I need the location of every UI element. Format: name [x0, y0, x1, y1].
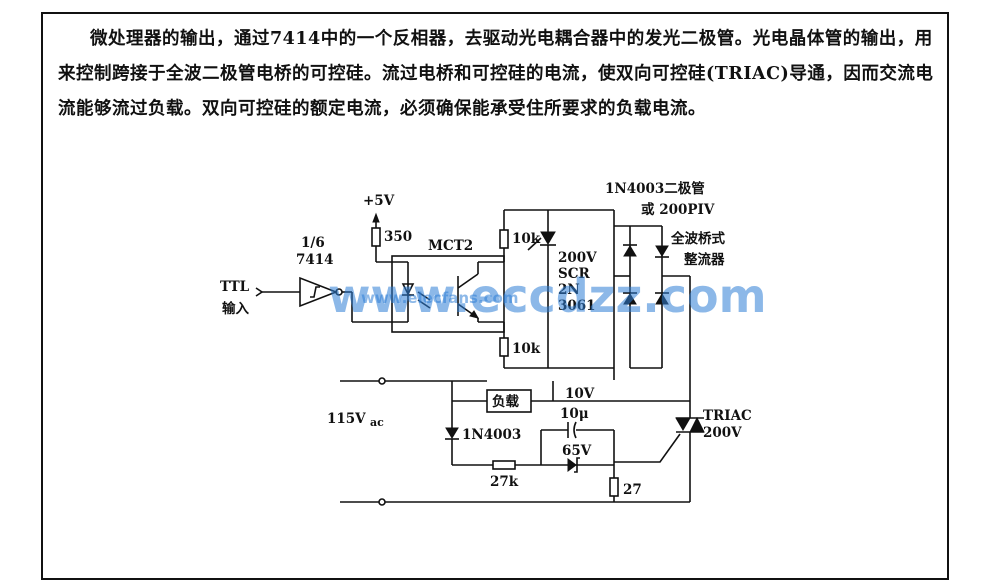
resistor-10k-top-label: 10k [512, 231, 541, 247]
ttl-input: TTL 输入 [220, 279, 300, 317]
load: 负载 [486, 389, 532, 413]
inverter-fraction: 1/6 [301, 235, 325, 251]
capacitor-value: 10μ [560, 406, 589, 422]
resistor-10k-bottom-label: 10k [512, 341, 541, 357]
diode-bridge: 1N4003二极管 或 200PIV 全波桥式 整流器 [605, 180, 725, 418]
inverter-part: 7414 [296, 252, 334, 268]
scr-2n3061: 200V SCR 2N 3061 [527, 210, 597, 368]
diode-1n4003: 1N4003 [445, 401, 521, 465]
triac: TRIAC 200V [614, 408, 752, 502]
optocoupler-mct2: MCT2 [391, 238, 505, 333]
triac-voltage: 200V [703, 425, 742, 441]
resistor-27 [609, 477, 619, 497]
diode-note-2: 或 200PIV [641, 201, 715, 218]
supply-label: +5V [363, 193, 395, 209]
inverter-7414: 1/6 7414 [296, 235, 343, 308]
resistor-10k-top [499, 229, 509, 249]
load-label: 负载 [492, 393, 520, 410]
ttl-label: TTL [220, 279, 250, 295]
scr-part-2: 3061 [558, 298, 596, 314]
capacitor-10u: 10V 10μ [560, 386, 595, 439]
resistor-27-label: 27 [623, 482, 642, 498]
resistor-350 [371, 227, 381, 247]
diode-1n4003-label: 1N4003 [462, 427, 521, 443]
optocoupler-label: MCT2 [428, 238, 473, 254]
scr-voltage: 200V [558, 250, 597, 266]
watermark-main: www.eccdzz.com [328, 269, 767, 323]
resistor-27k [492, 460, 516, 470]
zener-voltage: 65V [562, 443, 592, 459]
diode-note-1: 1N4003二极管 [605, 180, 705, 197]
ac-voltage-label: 115V [327, 411, 366, 427]
scr-part-1: 2N [558, 282, 580, 298]
capacitor-voltage: 10V [565, 386, 595, 402]
resistor-10k-bottom [499, 337, 509, 357]
input-label: 输入 [222, 300, 249, 317]
ac-subscript: ac [370, 416, 384, 429]
bridge-label-2: 整流器 [684, 251, 725, 268]
supply-5v: +5V 350 [363, 193, 412, 263]
ac-mains: 115V ac [327, 377, 690, 506]
bridge-label-1: 全波桥式 [670, 230, 725, 247]
zener-65v: 65V [562, 443, 592, 473]
resistor-350-label: 350 [384, 229, 412, 245]
page-border [41, 12, 949, 580]
resistor-27k-label: 27k [490, 474, 519, 490]
description-text: 微处理器的输出，通过7414中的一个反相器，去驱动光电耦合器中的发光二极管。光电… [58, 29, 934, 119]
watermark-small: www.elecfans.com [361, 289, 518, 307]
scr-type: SCR [558, 266, 590, 282]
triac-label: TRIAC [703, 408, 752, 424]
